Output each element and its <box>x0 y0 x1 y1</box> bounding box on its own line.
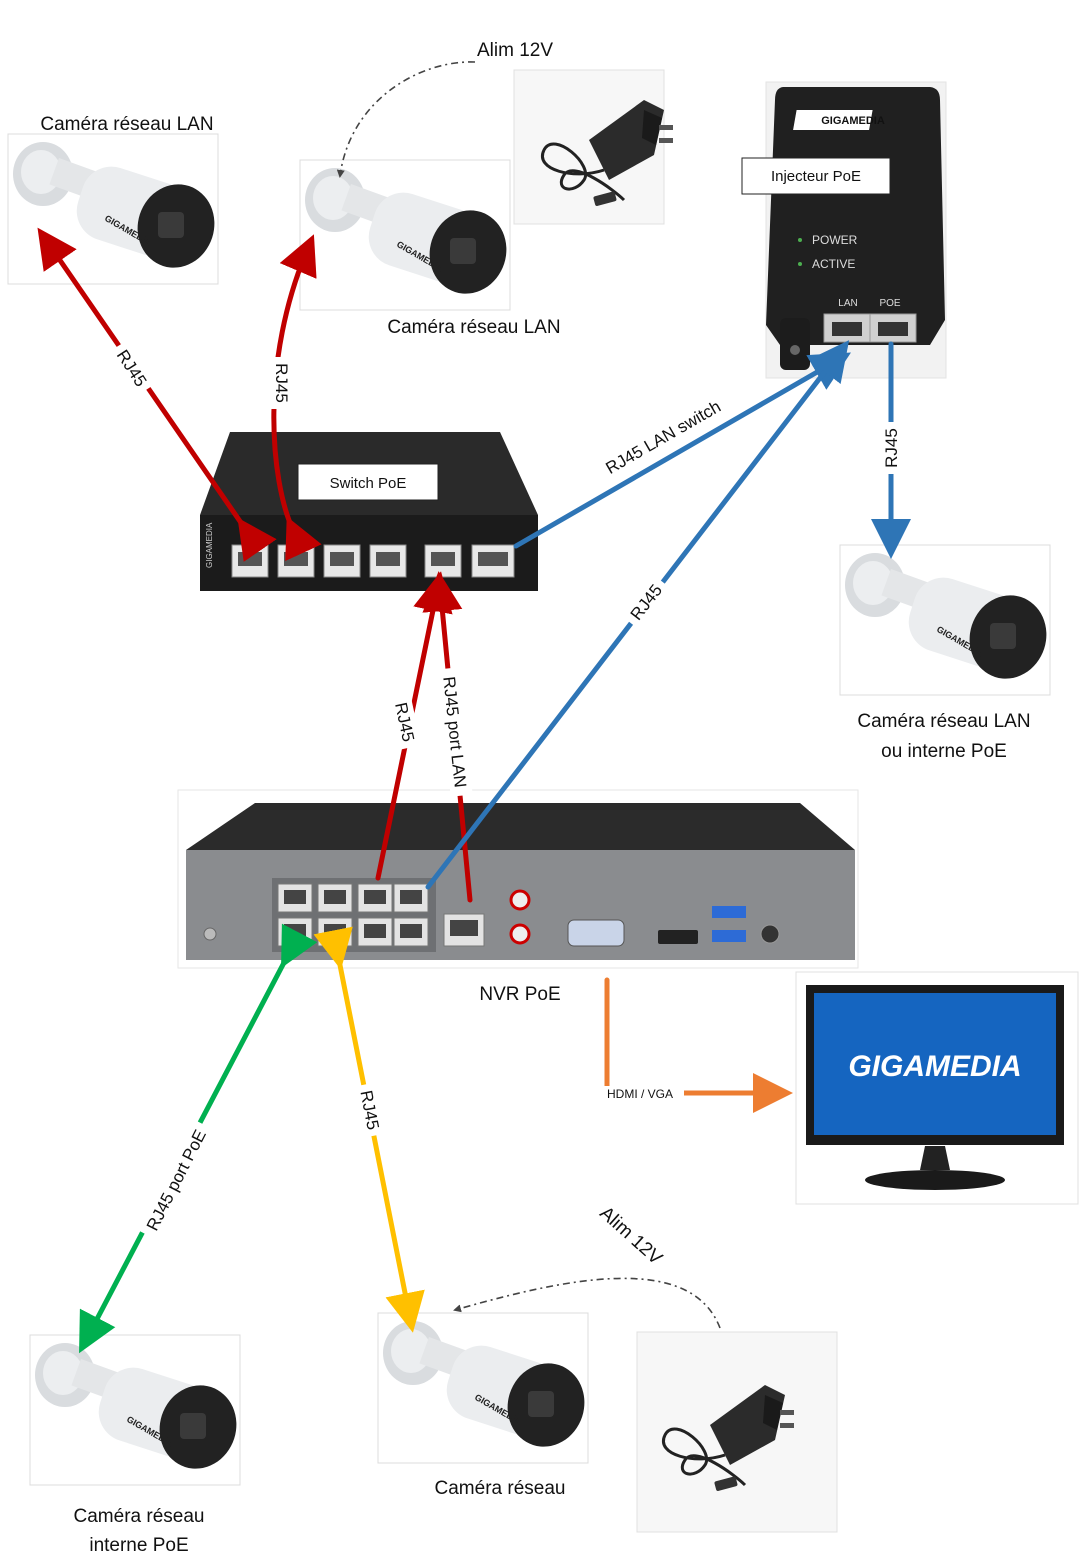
label-rj45-yellow: RJ45 <box>356 1089 382 1132</box>
psu-top: Alim 12V <box>477 40 675 225</box>
injector-logo: GIGAMEDIA <box>821 115 885 127</box>
nvr-poe: NVR PoE <box>177 789 859 1005</box>
wire-yellow <box>313 926 425 1333</box>
label-rj45-injector-camera: RJ45 <box>882 428 901 468</box>
label-hdmi-vga: HDMI / VGA <box>607 1087 673 1101</box>
camera-lan-poe-label-2: ou interne PoE <box>881 741 1007 762</box>
camera-poe: Caméra réseau interne PoE <box>29 1334 248 1556</box>
injector-port-poe-label: POE <box>879 298 900 309</box>
poe-injector: GIGAMEDIA POWER ACTIVE LAN POE Injecteur… <box>741 81 947 379</box>
monitor-logo: GIGAMEDIA <box>848 1050 1021 1083</box>
camera-poe-label-2: interne PoE <box>89 1535 188 1556</box>
camera-poe-label-1: Caméra réseau <box>74 1506 205 1527</box>
switch-label: Switch PoE <box>330 475 407 492</box>
psu-top-label: Alim 12V <box>477 40 553 61</box>
power-cable-bottom <box>453 1277 721 1329</box>
label-rj45-port-poe: RJ45 port PoE <box>143 1127 210 1234</box>
switch-poe: GIGAMEDIA Switch PoE <box>200 432 538 591</box>
wire-orange-hdmi-vga <box>604 977 793 1113</box>
monitor: GIGAMEDIA <box>795 971 1079 1205</box>
camera-lan-2: Caméra réseau LAN <box>299 159 561 338</box>
camera-lan-poe-label-1: Caméra réseau LAN <box>857 711 1030 732</box>
switch-logo: GIGAMEDIA <box>205 522 214 568</box>
camera-bottom: Caméra réseau <box>377 1312 596 1499</box>
nvr-label: NVR PoE <box>479 984 560 1005</box>
psu-bottom-label: Alim 12V <box>595 1203 666 1270</box>
camera-lan-poe: Caméra réseau LAN ou interne PoE <box>839 544 1058 762</box>
camera-bottom-label: Caméra réseau <box>435 1478 566 1499</box>
injector-led-active: ACTIVE <box>812 257 855 271</box>
psu-bottom: Alim 12V <box>595 1203 838 1533</box>
wire-blue-lan-switch <box>513 352 851 549</box>
injector-led-power: POWER <box>812 233 858 247</box>
camera-lan-1: Caméra réseau LAN <box>7 114 226 285</box>
label-rj45-b: RJ45 <box>272 363 291 403</box>
camera-lan-2-label: Caméra réseau LAN <box>387 317 560 338</box>
power-cable-top <box>336 61 476 178</box>
camera-lan-1-label: Caméra réseau LAN <box>40 114 213 135</box>
wire-red-camera-lan-2 <box>271 234 322 562</box>
injector-label: Injecteur PoE <box>771 168 861 185</box>
injector-port-lan-label: LAN <box>838 298 857 309</box>
